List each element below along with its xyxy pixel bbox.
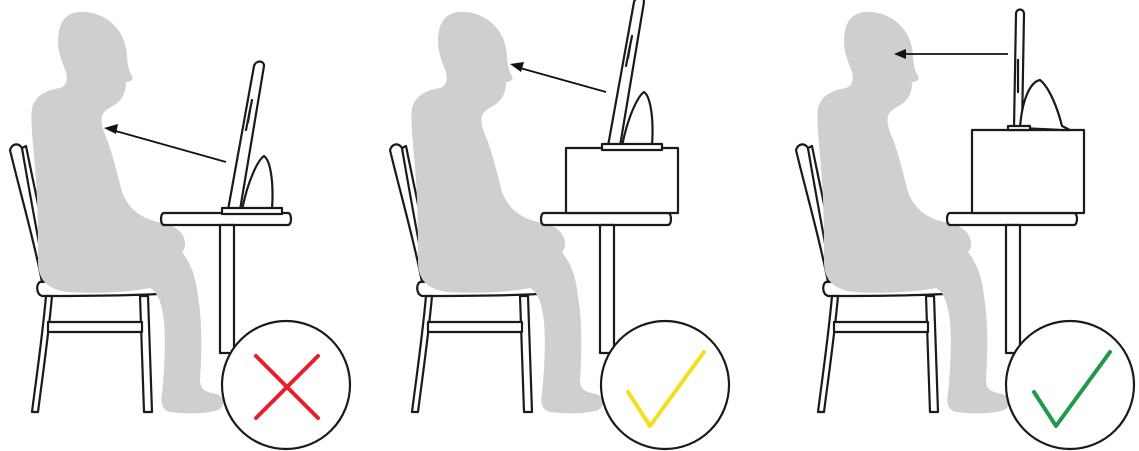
riser-box [970, 128, 1086, 215]
gaze-arrow [510, 62, 607, 93]
panel-monitor-on-box [794, 8, 1136, 451]
verdict-badge [220, 319, 352, 451]
cross-icon [254, 354, 320, 420]
check-icon [626, 350, 706, 428]
panel-tablet-on-box [388, 0, 731, 451]
tablet-device [220, 60, 284, 216]
verdict-badge [1004, 319, 1136, 451]
monitor-device [1006, 8, 1072, 132]
gaze-arrow [894, 49, 1008, 59]
verdict-badge [599, 319, 731, 451]
tablet-device [600, 0, 664, 152]
gaze-arrow [104, 124, 227, 163]
check-icon [1032, 350, 1112, 428]
panel-tablet-on-table [8, 11, 352, 451]
riser-box [564, 146, 680, 215]
